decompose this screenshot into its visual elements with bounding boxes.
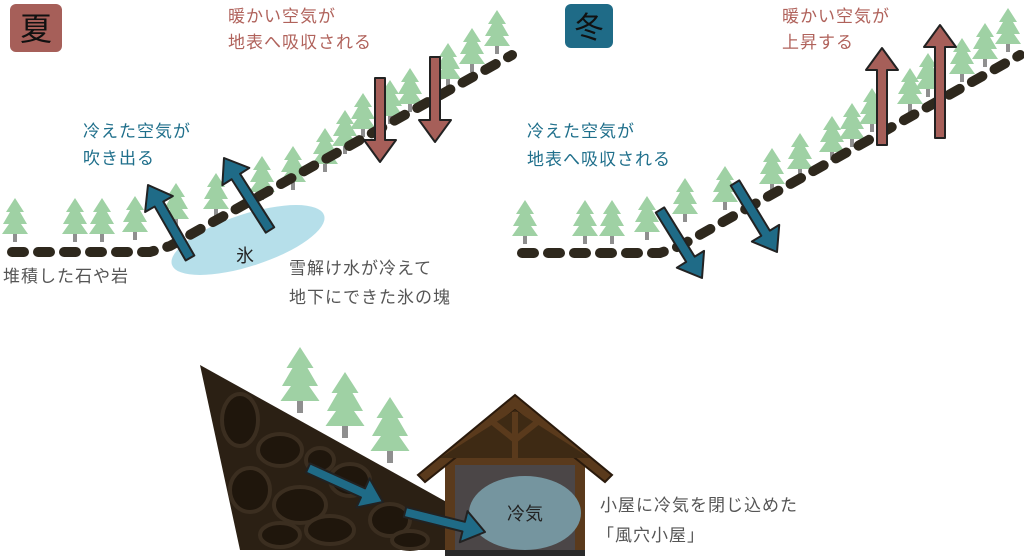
summer-warm-text-1: 暖かい空気が bbox=[228, 7, 336, 27]
winter-warm-text-2: 上昇する bbox=[782, 33, 854, 53]
ice-desc-1: 雪解け水が冷えて bbox=[289, 259, 432, 279]
tree-icon bbox=[484, 10, 510, 54]
tree-icon bbox=[122, 196, 148, 240]
tree-icon bbox=[759, 148, 785, 192]
winter-ground-line bbox=[517, 50, 1024, 258]
hut-floor bbox=[445, 550, 585, 556]
tree-icon bbox=[512, 200, 538, 244]
summer-badge-label: 夏 bbox=[20, 10, 52, 48]
tree-icon bbox=[370, 397, 410, 463]
summer-badge bbox=[10, 4, 62, 52]
tree-icon bbox=[62, 198, 88, 242]
summer-panel: 夏 氷 暖かい空気が 地表へ吸収される 冷えた空気が 吹き出る 堆積した石や岩 … bbox=[2, 4, 517, 308]
arrow-icon bbox=[402, 506, 486, 544]
winter-cool-text-2: 地表へ吸収される bbox=[527, 150, 671, 170]
ice-block bbox=[171, 205, 325, 275]
winter-badge-label: 冬 bbox=[574, 11, 604, 46]
cold-air-label: 冷気 bbox=[507, 504, 543, 525]
tree-icon bbox=[459, 28, 485, 72]
cold-air-pocket bbox=[469, 476, 581, 550]
tree-icon bbox=[995, 8, 1021, 52]
winter-panel: 冬 暖かい空気が 上昇する 冷えた空気が 地表へ吸収される bbox=[512, 4, 1024, 280]
winter-badge bbox=[565, 4, 613, 48]
arrow-icon bbox=[304, 462, 384, 509]
arrow-icon bbox=[363, 77, 397, 163]
hut-panel: 冷気 小屋に冷気を閉じ込めた 「風穴小屋」 bbox=[200, 347, 798, 556]
tree-icon bbox=[599, 200, 625, 244]
tree-icon bbox=[2, 198, 28, 242]
tree-icon bbox=[572, 200, 598, 244]
arrow-icon bbox=[221, 157, 276, 234]
winter-cool-text-1: 冷えた空気が bbox=[527, 122, 635, 142]
summer-cool-text-1: 冷えた空気が bbox=[83, 122, 191, 142]
tree-icon bbox=[280, 347, 320, 413]
tree-icon bbox=[325, 372, 365, 438]
arrow-icon bbox=[144, 184, 196, 262]
summer-ground-line bbox=[7, 50, 517, 257]
summer-cool-text-2: 吹き出る bbox=[83, 149, 155, 169]
winter-warm-text-1: 暖かい空気が bbox=[782, 7, 890, 27]
arrow-icon bbox=[923, 24, 957, 139]
winter-arrows bbox=[654, 24, 957, 280]
hut-desc-2: 「風穴小屋」 bbox=[597, 526, 705, 546]
arrow-icon bbox=[729, 179, 781, 254]
arrow-icon bbox=[865, 47, 899, 146]
ice-label: 氷 bbox=[236, 246, 254, 267]
tree-icon bbox=[634, 196, 660, 240]
tree-icon bbox=[972, 23, 998, 67]
ice-desc-2: 地下にできた氷の塊 bbox=[289, 288, 451, 308]
tree-icon bbox=[89, 198, 115, 242]
summer-arrows bbox=[144, 56, 452, 262]
arrow-icon bbox=[654, 206, 706, 280]
rocks-label: 堆積した石や岩 bbox=[3, 267, 129, 287]
arrow-icon bbox=[418, 56, 452, 143]
summer-warm-text-2: 地表へ吸収される bbox=[228, 33, 372, 53]
hut-arrows bbox=[304, 462, 486, 544]
hut-desc-1: 小屋に冷気を閉じ込めた bbox=[600, 496, 798, 516]
tree-icon bbox=[672, 178, 698, 222]
